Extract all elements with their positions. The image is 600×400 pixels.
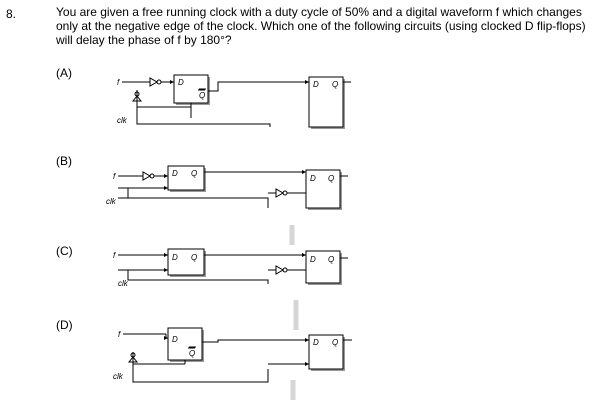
option-a-label: (A) [56,66,72,80]
buffer-icon [275,265,285,275]
ff2-d-pin: D [310,174,316,183]
signal-clk-label: clk [118,279,129,288]
buffer-icon [142,171,152,181]
flip-flop-1 [167,327,203,361]
signal-f-label: f [113,172,116,181]
flip-flop-1 [167,248,205,276]
ff1-qbar-pin: Q [189,349,195,358]
ff2-q-pin: Q [332,338,338,347]
ff2-d-pin: D [310,255,316,264]
circuit-b: f D Q D Q clk [106,165,348,210]
ff1-d-pin: D [172,253,178,262]
option-c-label: (C) [56,244,73,258]
ff2-d-pin: D [313,80,319,89]
flip-flop-2 [305,169,341,209]
ff1-qbar-pin: Q [199,91,205,100]
option-b-label: (B) [56,154,72,168]
ff1-d-pin: D [178,78,184,87]
signal-clk-label: clk [117,116,128,125]
signal-clk-label: clk [113,372,124,381]
flip-flop-2 [308,334,344,370]
ff1-q-pin: Q [191,169,197,178]
signal-f-label: f [118,330,121,339]
signal-f-label: f [113,251,116,260]
circuit-a: f D Q D Q clk [117,74,351,129]
ff2-q-pin: Q [328,174,334,183]
ff2-q-pin: Q [328,255,334,264]
signal-clk-label: clk [106,197,117,206]
circuit-d: f D Q D Q clk [113,327,352,383]
circuit-c: f D Q D Q clk [113,248,348,288]
buffer-icon [275,188,285,198]
ff2-q-pin: Q [332,80,338,89]
ff2-d-pin: D [313,338,319,347]
option-d-label: (D) [56,318,73,332]
flip-flop-2 [308,76,344,128]
flip-flop-1 [167,165,205,191]
ff1-d-pin: D [172,169,178,178]
signal-f-label: f [117,78,120,87]
flip-flop-2 [305,250,341,284]
question-number: 8. [6,7,17,21]
buffer-icon [149,77,159,87]
ff1-d-pin: D [172,335,178,344]
question-text: You are given a free running clock with … [56,5,586,47]
ff1-q-pin: Q [191,253,197,262]
